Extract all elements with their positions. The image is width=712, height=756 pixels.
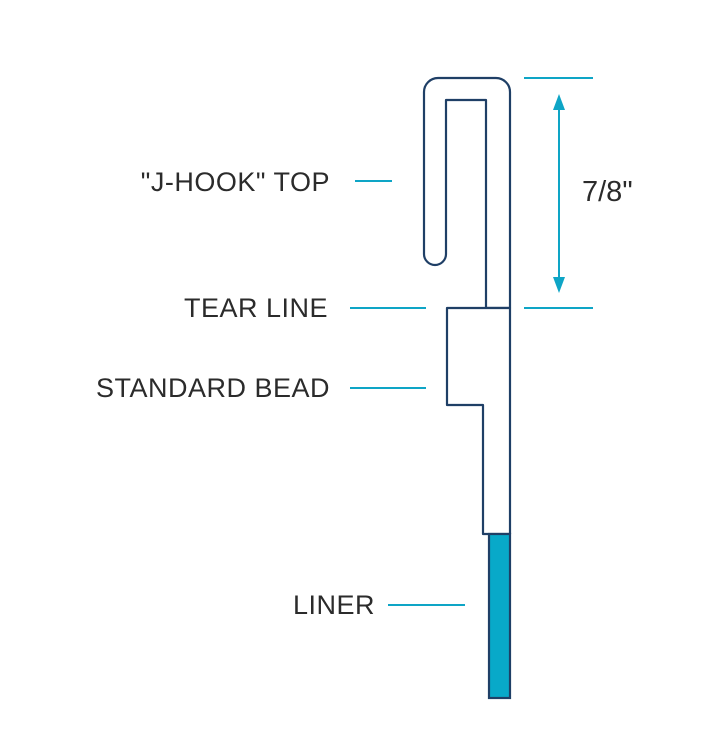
j-hook-top-label: "J-HOOK" TOP	[141, 167, 330, 197]
standard-bead-outline	[445, 306, 512, 536]
tear-line-label: TEAR LINE	[184, 293, 328, 323]
dimension-arrowhead-up	[553, 94, 565, 110]
dimension-arrowhead-down	[553, 277, 565, 293]
standard-bead-label: STANDARD BEAD	[96, 373, 330, 403]
dimension-label: 7/8"	[582, 176, 633, 208]
liner-strip	[487, 532, 512, 700]
liner-label: LINER	[293, 590, 375, 620]
j-hook-outline	[422, 76, 512, 310]
